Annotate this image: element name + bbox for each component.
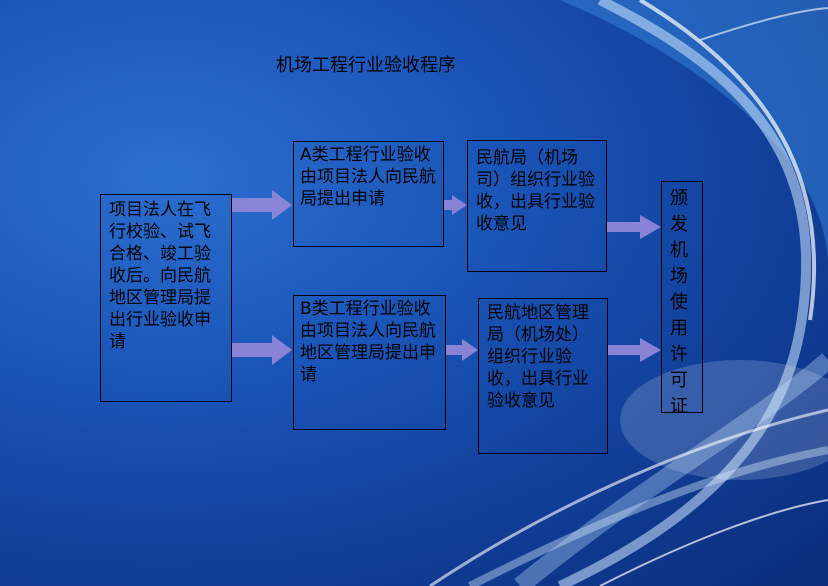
node-caac-review-text: 民航局（机场司）组织行业验收，出具行业验收意见 bbox=[476, 148, 595, 234]
node-regional-review-text: 民航地区管理局（机场处）组织行业验收，出具行业验收意见 bbox=[487, 303, 589, 411]
node-class-b: B类工程行业验收由项目法人向民航地区管理局提出申请 bbox=[293, 295, 446, 430]
arrow-caac-to-certificate bbox=[607, 215, 661, 239]
diagram-title: 机场工程行业验收程序 bbox=[276, 55, 456, 76]
arrow-start-to-b bbox=[232, 335, 292, 365]
node-start: 项目法人在飞行校验、试飞合格、竣工验收后。向民航地区管理局提出行业验收申请 bbox=[100, 194, 232, 402]
node-class-b-text: B类工程行业验收由项目法人向民航地区管理局提出申请 bbox=[300, 299, 436, 385]
node-certificate: 颁发机场使用许可证 bbox=[661, 181, 703, 413]
node-certificate-text: 颁发机场使用许可证 bbox=[670, 188, 688, 413]
arrow-a-to-caac bbox=[444, 195, 467, 215]
node-class-a-text: A类工程行业验收由项目法人向民航局提出申请 bbox=[300, 145, 436, 209]
arrow-start-to-a bbox=[232, 190, 292, 220]
node-class-a: A类工程行业验收由项目法人向民航局提出申请 bbox=[293, 141, 444, 247]
arrow-b-to-regional bbox=[446, 339, 478, 361]
node-regional-review: 民航地区管理局（机场处）组织行业验收，出具行业验收意见 bbox=[478, 298, 608, 454]
arrow-regional-to-certificate bbox=[608, 338, 661, 362]
node-caac-review: 民航局（机场司）组织行业验收，出具行业验收意见 bbox=[467, 140, 607, 272]
node-start-text: 项目法人在飞行校验、试飞合格、竣工验收后。向民航地区管理局提出行业验收申请 bbox=[109, 200, 211, 352]
